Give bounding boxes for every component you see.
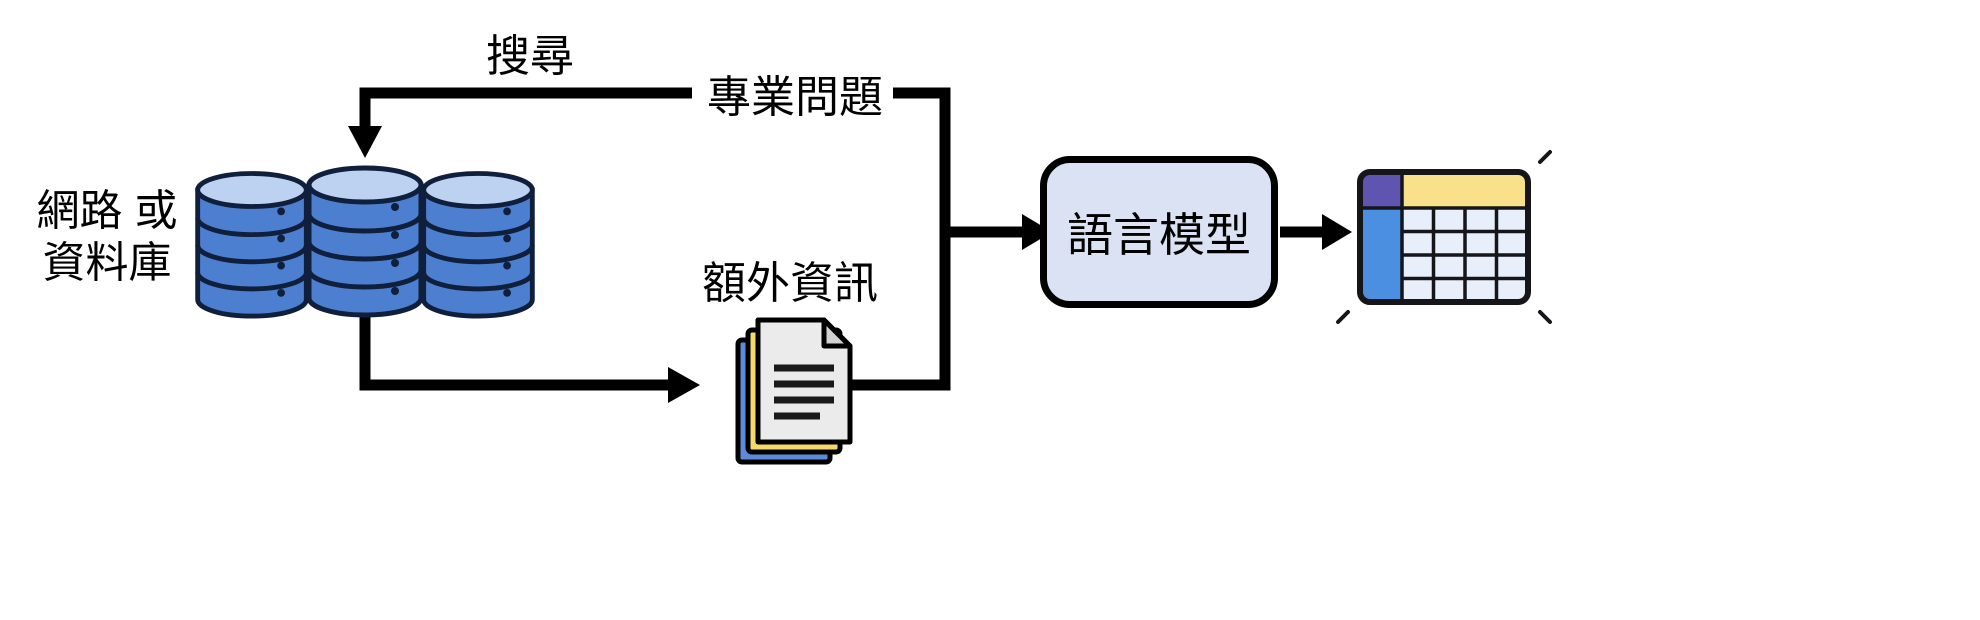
source-label-line2: 資料庫 [42,240,172,288]
arrow-database-to-documents [359,308,700,403]
language-model-box: 語言模型 [1040,156,1278,308]
table-icon [1336,150,1552,324]
arrowhead-right [1322,214,1352,250]
arrowhead-right [668,367,700,403]
arrow-to-language-model [945,214,1052,250]
arrowhead-right [1022,214,1052,250]
arrow-search-to-database [348,87,692,158]
source-label: 網路 或 資料庫 [37,186,178,291]
search-label: 搜尋 [486,32,574,81]
connector-question-and-documents [852,87,951,391]
decorative-ticks [1336,150,1552,324]
database-icon [198,168,533,316]
arrow-model-to-table [1280,214,1352,250]
extra-info-label: 額外資訊 [702,259,878,308]
document-text-lines [774,364,834,420]
documents-icon [735,317,853,465]
arrowhead-down [348,126,382,158]
model-label: 語言模型 [1067,209,1251,261]
question-label: 專業問題 [701,61,889,125]
source-label-line1: 網路 或 [36,187,178,236]
table-grid-lines [1360,172,1528,302]
